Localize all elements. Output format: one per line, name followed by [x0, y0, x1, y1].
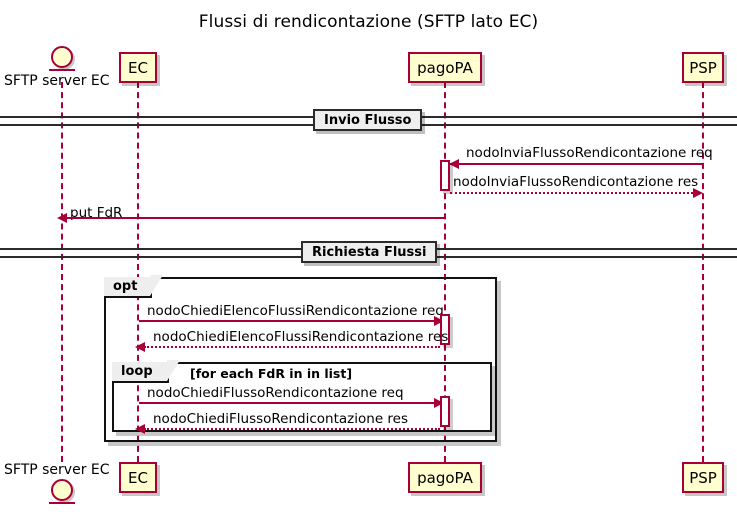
- message-label-nodochiedielencoflussirendicontazione-res: nodoChiediElencoFlussiRendicontazione re…: [153, 329, 449, 345]
- message-arrowhead-nodochiediflussorendicontazione-res: [135, 424, 145, 434]
- participant-box-ec-bottom[interactable]: EC: [119, 462, 157, 493]
- participant-label-psp-top: PSP: [689, 58, 717, 77]
- message-arrowhead-nodochiedielencoflussirendicontazione-res: [135, 342, 145, 352]
- message-arrowhead-nodoinviaflussorendicontazione-res: [693, 188, 703, 198]
- participant-box-ec-top[interactable]: EC: [119, 52, 157, 83]
- message-arrowhead-nodochiediflussorendicontazione-req: [434, 398, 444, 408]
- message-arrowhead-nodoinviaflussorendicontazione-req: [449, 159, 459, 169]
- message-line-nodoinviaflussorendicontazione-req: [449, 163, 703, 165]
- fragment-operator-opt: opt: [104, 275, 163, 298]
- fragment-loop: [112, 362, 492, 432]
- divider-invio-flusso: Invio Flusso: [313, 109, 423, 131]
- actor-body-sftp-server-ec-top: [49, 69, 75, 71]
- message-label-nodochiedielencoflussirendicontazione-req: nodoChiediElencoFlussiRendicontazione re…: [147, 303, 444, 319]
- activation-bar-pagopa-invio-flusso: [440, 160, 450, 191]
- divider-label-richiesta-flussi: Richiesta Flussi: [312, 244, 427, 260]
- fragment-operator-label-opt: opt: [113, 279, 138, 294]
- participant-label-ec-bottom: EC: [128, 468, 148, 487]
- lifeline-sftp-server-ec: [61, 82, 63, 462]
- participant-label-psp-bottom: PSP: [689, 468, 717, 487]
- actor-head-sftp-server-ec-bottom: [51, 479, 73, 501]
- activation-bar-pagopa-elenco-flussi: [440, 314, 450, 345]
- fragment-operator-label-loop: loop: [121, 364, 153, 379]
- actor-head-sftp-server-ec-top: [51, 46, 73, 68]
- message-line-put-fdr: [66, 217, 445, 219]
- message-line-nodochiedielencoflussirendicontazione-res: [144, 346, 440, 348]
- fragment-guard-loop: [for each FdR in in list]: [190, 366, 353, 381]
- message-label-nodoinviaflussorendicontazione-req: nodoInviaFlussoRendicontazione req: [466, 145, 713, 161]
- fragment-opt: [104, 277, 497, 442]
- participant-box-pagopa-bottom[interactable]: pagoPA: [408, 462, 482, 493]
- participant-label-sftp-server-ec-bottom: SFTP server EC: [4, 462, 110, 478]
- diagram-title: Flussi di rendicontazione (SFTP lato EC): [198, 12, 539, 32]
- participant-label-pagopa-bottom: pagoPA: [417, 468, 473, 487]
- message-label-nodochiediflussorendicontazione-req: nodoChiediFlussoRendicontazione req: [147, 385, 404, 401]
- actor-body-sftp-server-ec-bottom: [49, 502, 75, 504]
- message-label-nodoinviaflussorendicontazione-res: nodoInviaFlussoRendicontazione res: [453, 174, 699, 190]
- participant-box-pagopa-top[interactable]: pagoPA: [408, 52, 482, 83]
- lifeline-psp: [702, 82, 704, 462]
- participant-label-pagopa-top: pagoPA: [417, 58, 473, 77]
- message-line-nodochiedielencoflussirendicontazione-req: [139, 320, 436, 322]
- participant-box-psp-top[interactable]: PSP: [682, 52, 724, 83]
- message-line-nodoinviaflussorendicontazione-res: [450, 192, 693, 194]
- lifeline-ec: [137, 82, 139, 462]
- message-arrowhead-put-fdr: [57, 213, 67, 223]
- message-arrowhead-nodochiedielencoflussirendicontazione-req: [434, 316, 444, 326]
- divider-richiesta-flussi: Richiesta Flussi: [301, 241, 438, 263]
- message-line-nodochiediflussorendicontazione-req: [139, 402, 436, 404]
- activation-bar-pagopa-flusso-rendicontazione: [440, 396, 450, 427]
- divider-label-invio-flusso: Invio Flusso: [324, 112, 412, 128]
- fragment-operator-loop: loop: [112, 360, 180, 383]
- message-label-nodochiediflussorendicontazione-res: nodoChiediFlussoRendicontazione res: [153, 411, 409, 427]
- participant-label-ec-top: EC: [128, 58, 148, 77]
- participant-box-psp-bottom[interactable]: PSP: [682, 462, 724, 493]
- message-line-nodochiediflussorendicontazione-res: [144, 428, 440, 430]
- participant-label-sftp-server-ec-top: SFTP server EC: [4, 73, 110, 89]
- lifeline-pagopa: [444, 82, 446, 462]
